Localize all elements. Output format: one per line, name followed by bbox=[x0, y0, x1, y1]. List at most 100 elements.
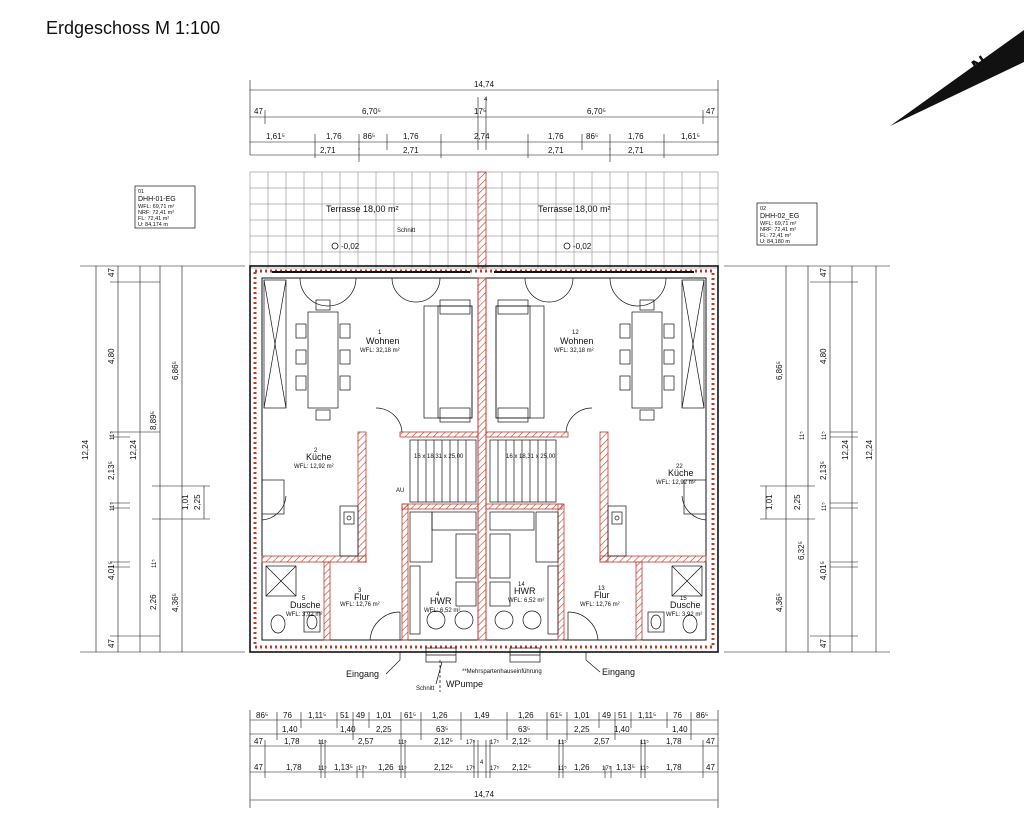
svg-text:NRF: 72,41 m²: NRF: 72,41 m² bbox=[760, 227, 796, 233]
svg-text:6,70⁵: 6,70⁵ bbox=[362, 107, 381, 116]
room-label-flur-left: 3 Flur WFL: 12,76 m² bbox=[340, 588, 380, 608]
terrace-party-wall bbox=[477, 171, 487, 269]
svg-text:Dusche: Dusche bbox=[670, 600, 701, 610]
svg-text:1,11⁵: 1,11⁵ bbox=[638, 711, 656, 720]
dimension-chain-bottom bbox=[249, 710, 719, 808]
svg-text:11⁵: 11⁵ bbox=[151, 559, 158, 568]
svg-text:12,24: 12,24 bbox=[865, 439, 874, 460]
svg-text:14,74: 14,74 bbox=[474, 790, 495, 799]
svg-text:WFL: 69,71 m²: WFL: 69,71 m² bbox=[138, 204, 175, 210]
svg-text:11⁵: 11⁵ bbox=[109, 502, 116, 511]
svg-text:6,32⁵: 6,32⁵ bbox=[797, 541, 806, 560]
svg-text:14: 14 bbox=[518, 582, 525, 588]
svg-text:01: 01 bbox=[138, 189, 144, 195]
svg-text:1,01: 1,01 bbox=[181, 494, 190, 510]
svg-text:3: 3 bbox=[358, 588, 362, 594]
interior-walls-right bbox=[485, 431, 707, 641]
svg-text:2,71: 2,71 bbox=[548, 146, 564, 155]
svg-text:1,76: 1,76 bbox=[628, 132, 644, 141]
svg-text:WFL: 12,76 m²: WFL: 12,76 m² bbox=[580, 602, 620, 608]
svg-text:17⁵: 17⁵ bbox=[602, 765, 612, 772]
svg-text:FL: 72,41 m²: FL: 72,41 m² bbox=[760, 233, 791, 239]
svg-text:2,57: 2,57 bbox=[594, 737, 610, 746]
dimension-labels-top: 14,74 47 6,70⁵ 17⁵ 4 6,70⁵ 47 1,61⁵ 1,76… bbox=[254, 80, 715, 155]
svg-text:11⁵: 11⁵ bbox=[640, 765, 649, 772]
svg-text:1,61⁵: 1,61⁵ bbox=[681, 132, 700, 141]
svg-text:16 x 18,31 x 25,00: 16 x 18,31 x 25,00 bbox=[506, 454, 556, 460]
svg-text:4,01⁵: 4,01⁵ bbox=[819, 561, 828, 580]
svg-text:2,12⁵: 2,12⁵ bbox=[512, 737, 531, 746]
svg-text:2,71: 2,71 bbox=[320, 146, 336, 155]
svg-text:47: 47 bbox=[819, 268, 828, 277]
svg-text:2,13⁵: 2,13⁵ bbox=[107, 461, 116, 480]
svg-text:5: 5 bbox=[302, 596, 306, 602]
svg-text:8,89⁵: 8,89⁵ bbox=[149, 411, 158, 430]
svg-text:11⁵: 11⁵ bbox=[821, 431, 828, 440]
svg-text:12,24: 12,24 bbox=[81, 439, 90, 460]
svg-text:86⁵: 86⁵ bbox=[363, 132, 375, 141]
svg-text:1,76: 1,76 bbox=[548, 132, 564, 141]
svg-text:49: 49 bbox=[602, 711, 611, 720]
svg-text:11⁵: 11⁵ bbox=[640, 739, 649, 746]
svg-text:1,40: 1,40 bbox=[672, 725, 688, 734]
svg-text:47: 47 bbox=[819, 639, 828, 648]
unit-info-box-right: 02 DHH-02_EG WFL: 69,71 m² NRF: 72,41 m²… bbox=[756, 202, 818, 246]
svg-text:U: 84,174 m: U: 84,174 m bbox=[138, 222, 168, 228]
svg-text:2,26: 2,26 bbox=[149, 594, 158, 610]
svg-text:2,71: 2,71 bbox=[628, 146, 644, 155]
svg-text:Eingang: Eingang bbox=[602, 667, 635, 677]
svg-text:17⁵: 17⁵ bbox=[466, 739, 476, 746]
svg-text:DHH-01-EG: DHH-01-EG bbox=[138, 196, 176, 203]
svg-text:17⁵: 17⁵ bbox=[466, 765, 476, 772]
svg-text:WFL: 3,92 m²: WFL: 3,92 m² bbox=[666, 612, 702, 618]
svg-text:17⁵: 17⁵ bbox=[474, 107, 486, 116]
dimension-chain-left bbox=[80, 265, 245, 653]
svg-text:**Mehrspartenhauseinführung: **Mehrspartenhauseinführung bbox=[462, 669, 542, 675]
svg-text:76: 76 bbox=[673, 711, 682, 720]
svg-text:12,24: 12,24 bbox=[129, 439, 138, 460]
interior-walls-left bbox=[261, 431, 479, 641]
room-label-wohnen-right: 12 Wohnen WFL: 32,18 m² bbox=[554, 330, 594, 354]
svg-text:U: 84,180 m: U: 84,180 m bbox=[760, 239, 790, 245]
svg-text:6,86⁵: 6,86⁵ bbox=[775, 361, 784, 380]
svg-text:47: 47 bbox=[254, 763, 263, 772]
room-label-kueche-left: 2 Küche WFL: 12,92 m² bbox=[294, 448, 334, 470]
svg-text:1,40: 1,40 bbox=[614, 725, 630, 734]
svg-text:17⁵: 17⁵ bbox=[490, 739, 500, 746]
svg-text:1,76: 1,76 bbox=[403, 132, 419, 141]
svg-text:11⁵: 11⁵ bbox=[821, 502, 828, 511]
svg-text:4: 4 bbox=[484, 97, 488, 103]
room-label-flur-right: 13 Flur WFL: 12,76 m² bbox=[580, 586, 620, 608]
dimension-labels-right: 12,24 47 4,80 11⁵ 2,13⁵ 11⁵ 4,01⁵ 11⁵ 47… bbox=[765, 268, 874, 648]
svg-text:47: 47 bbox=[254, 107, 263, 116]
dimension-chain-right bbox=[724, 265, 890, 653]
svg-text:-0,02: -0,02 bbox=[573, 242, 592, 251]
svg-text:51: 51 bbox=[618, 711, 627, 720]
svg-text:61⁵: 61⁵ bbox=[404, 711, 416, 720]
svg-text:1,11⁵: 1,11⁵ bbox=[308, 711, 326, 720]
room-label-hwr-right: 14 HWR WFL: 6,52 m² bbox=[508, 582, 544, 604]
stair-labels: 16 x 18,31 x 25,00 16 x 18,31 x 25,00 AU bbox=[396, 454, 556, 494]
svg-text:WFL: 12,92 m²: WFL: 12,92 m² bbox=[656, 480, 696, 486]
svg-text:2,74: 2,74 bbox=[474, 132, 490, 141]
svg-text:Wohnen: Wohnen bbox=[560, 336, 593, 346]
svg-text:2,12⁵: 2,12⁵ bbox=[434, 737, 453, 746]
svg-text:Schnitt: Schnitt bbox=[416, 686, 435, 692]
room-label-hwr-left: 4 HWR WFL: 6,52 m² bbox=[424, 592, 460, 614]
svg-text:WFL: 6,52 m²: WFL: 6,52 m² bbox=[508, 598, 544, 604]
dimension-labels-bottom: 86⁵ 76 1,11⁵ 51 49 1,01 61⁵ 1,26 1,49 1,… bbox=[254, 711, 715, 799]
svg-text:15: 15 bbox=[680, 596, 687, 602]
entrance-annotations bbox=[385, 647, 601, 692]
room-label-wohnen-left: 1 Wohnen WFL: 32,18 m² bbox=[360, 330, 400, 354]
svg-text:63⁵: 63⁵ bbox=[518, 725, 530, 734]
svg-text:WFL: 12,76 m²: WFL: 12,76 m² bbox=[340, 602, 380, 608]
svg-text:1: 1 bbox=[378, 330, 382, 336]
svg-text:12: 12 bbox=[572, 330, 579, 336]
svg-text:17⁵: 17⁵ bbox=[358, 765, 368, 772]
svg-text:2,12⁵: 2,12⁵ bbox=[512, 763, 531, 772]
svg-text:DHH-02_EG: DHH-02_EG bbox=[760, 213, 799, 220]
svg-text:HWR: HWR bbox=[514, 586, 536, 596]
svg-text:WPumpe: WPumpe bbox=[446, 679, 483, 689]
svg-text:1,01: 1,01 bbox=[765, 494, 774, 510]
